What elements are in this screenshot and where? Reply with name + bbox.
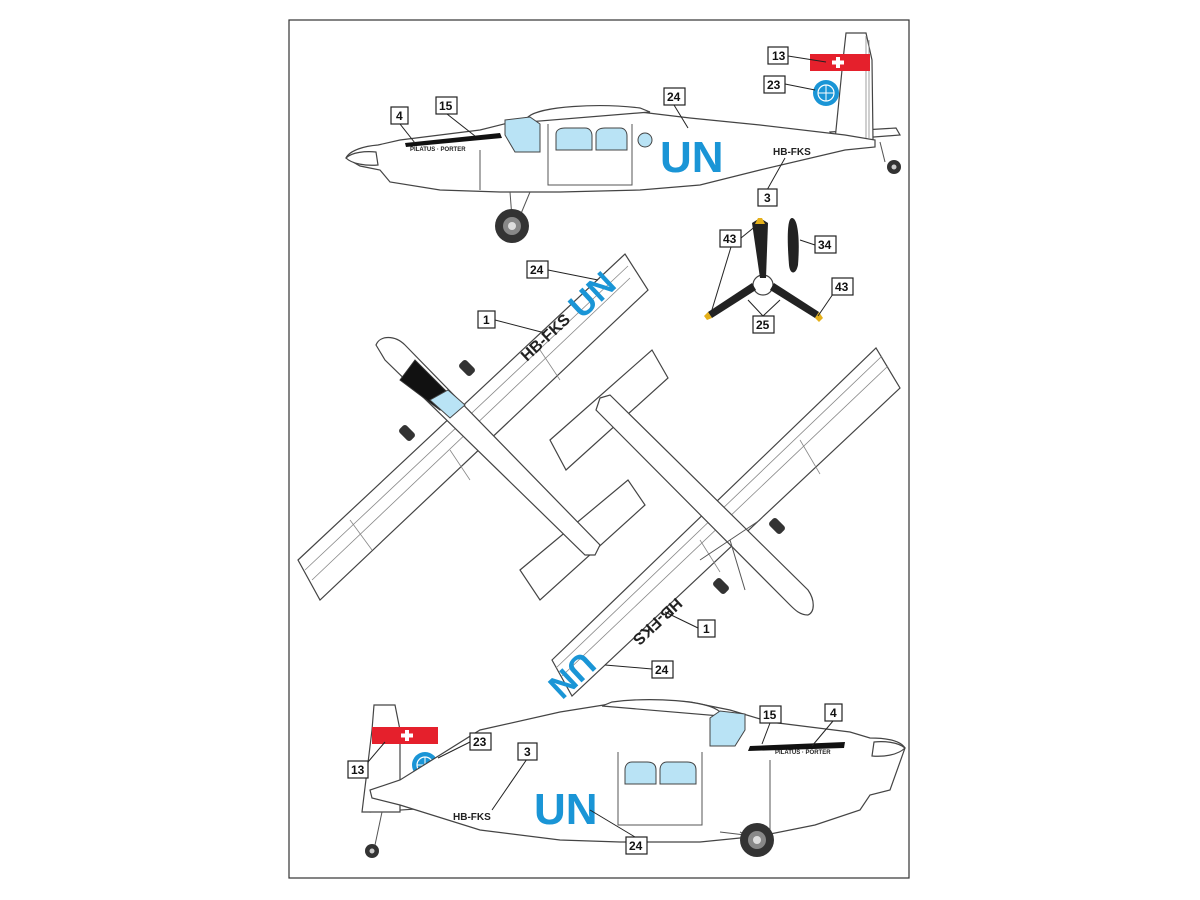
side-profile-left: PILATUS · PORTER UN HB-FKS [345,32,901,243]
callout-1-topview: 1 [483,313,490,327]
callout-23-top: 23 [767,78,781,92]
callout-43-left: 43 [723,232,737,246]
callout-24-top: 24 [667,90,681,104]
callout-13-bottom: 13 [351,763,365,777]
single-propeller-blade [787,218,799,273]
callout-13-top: 13 [772,49,786,63]
callout-3-top: 3 [764,191,771,205]
nose-script-right: PILATUS · PORTER [775,750,831,756]
callout-43-right: 43 [835,280,849,294]
callout-25: 25 [756,318,770,332]
callout-24-bottom: 24 [629,839,643,853]
un-marking-fuselage-left: UN [660,133,724,182]
callout-15-top: 15 [439,99,453,113]
callouts: 13 23 4 15 24 3 43 34 43 25 24 [347,46,854,855]
un-marking-fuselage-right: UN [534,785,598,834]
callout-4-top: 4 [396,109,403,123]
swiss-cross-icon-right [401,730,413,741]
callout-4-bottom: 4 [830,706,837,720]
nose-script-left: PILATUS · PORTER [410,147,466,153]
side-profile-right: PILATUS · PORTER UN HB-FKS [361,699,906,858]
callout-34: 34 [818,238,832,252]
propeller-detail [704,218,823,322]
callout-1-bottomview: 1 [703,622,710,636]
registration-fuselage-right: HB-FKS [453,812,491,823]
anti-glare-panel [405,133,502,147]
anti-glare-panel-right [748,742,845,751]
un-emblem-icon [813,80,839,106]
registration-fuselage-left: HB-FKS [773,147,811,158]
swiss-cross-icon [832,57,844,68]
callout-15-bottom: 15 [763,708,777,722]
callout-23-bottom: 23 [473,735,487,749]
callout-24-topview: 24 [530,263,544,277]
callout-3-bottom: 3 [524,745,531,759]
callout-24-bottomview: 24 [655,663,669,677]
